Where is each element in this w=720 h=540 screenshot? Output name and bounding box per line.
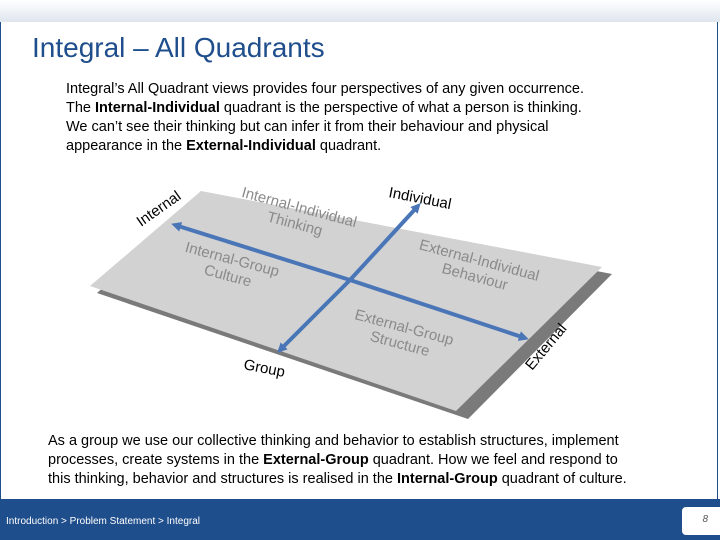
individual-group-axis-arrow <box>348 203 421 282</box>
term-external-group: External-Group <box>263 452 369 468</box>
page-number: 8 <box>702 514 708 525</box>
internal-external-axis-arrow-2 <box>349 278 529 341</box>
term-internal-group: Internal-Group <box>397 471 498 487</box>
individual-group-axis-arrow-2 <box>277 278 352 353</box>
slide-title: Integral – All Quadrants <box>32 32 325 63</box>
term-external-individual: External-Individual <box>186 138 316 154</box>
outro-line-3: this thinking, behavior and structures i… <box>48 471 627 487</box>
top-bar <box>0 0 720 22</box>
quadrant-plane <box>90 191 602 411</box>
intro-paragraph: Integral’s All Quadrant views provides f… <box>66 80 686 156</box>
intro-line-1: Integral’s All Quadrant views provides f… <box>66 81 584 97</box>
intro-line-4: appearance in the External-Individual qu… <box>66 138 382 154</box>
outro-line-2: processes, create systems in the Externa… <box>48 452 618 468</box>
breadcrumb: Introduction > Problem Statement > Integ… <box>6 516 200 527</box>
axis-label-group: Group <box>242 356 286 381</box>
outro-paragraph: As a group we use our collective thinkin… <box>48 432 708 489</box>
axis-label-individual: Individual <box>387 184 452 213</box>
intro-line-2: The Internal-Individual quadrant is the … <box>66 100 582 116</box>
term-internal-individual: Internal-Individual <box>95 100 220 116</box>
page-number-tab: 8 <box>682 507 720 535</box>
quadrant-diagram: Internal External Individual Group Inter… <box>90 184 612 419</box>
internal-external-axis-arrow <box>171 222 351 282</box>
intro-line-3: We can’t see their thinking but can infe… <box>66 119 549 135</box>
footer-bar: Introduction > Problem Statement > Integ… <box>0 499 720 540</box>
outro-line-1: As a group we use our collective thinkin… <box>48 433 619 449</box>
